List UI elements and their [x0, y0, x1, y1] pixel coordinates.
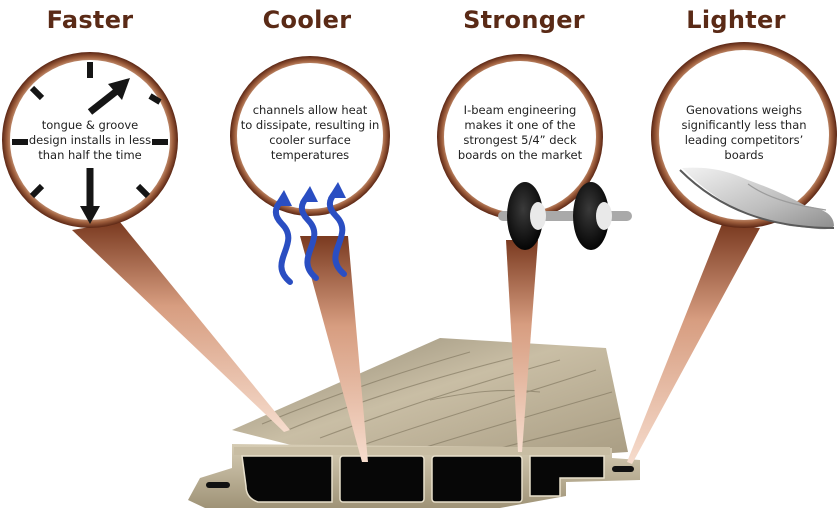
clock-icon [12, 62, 168, 224]
desc-line: temperatures [270, 148, 350, 162]
feature-desc-cooler: channels allow heat to dissipate, result… [232, 103, 388, 163]
desc-line: design installs in less [28, 133, 152, 147]
dumbbell-icon [498, 182, 632, 250]
feature-title-cooler: Cooler [262, 6, 352, 34]
desc-line: strongest 5/4” deck [463, 133, 577, 147]
callout-circles [2, 42, 837, 228]
feature-desc-stronger: I-beam engineering makes it one of the s… [444, 103, 596, 163]
desc-line: I-beam engineering [463, 103, 577, 117]
desc-line: channels allow heat [252, 103, 368, 117]
desc-line: Genovations weighs [685, 103, 803, 117]
heat-waves-icon [273, 182, 347, 285]
deck-board-illustration [188, 338, 640, 508]
feature-desc-lighter: Genovations weighs significantly less th… [666, 103, 822, 163]
feather-icon [679, 167, 835, 230]
desc-line: than half the time [38, 148, 142, 162]
desc-line: tongue & groove [41, 118, 139, 132]
desc-line: significantly less than [681, 118, 807, 132]
feature-title-faster: Faster [46, 6, 134, 34]
feature-desc-faster: tongue & groove design installs in less … [10, 118, 170, 163]
desc-line: cooler surface [269, 133, 351, 147]
desc-line: boards on the market [457, 148, 583, 162]
feature-title-stronger: Stronger [463, 6, 585, 34]
desc-line: makes it one of the [464, 118, 576, 132]
desc-line: boards [724, 148, 764, 162]
desc-line: to dissipate, resulting in [240, 118, 380, 132]
desc-line: leading competitors’ [684, 133, 804, 147]
callout-pointers [72, 222, 760, 464]
feature-title-lighter: Lighter [686, 6, 786, 34]
